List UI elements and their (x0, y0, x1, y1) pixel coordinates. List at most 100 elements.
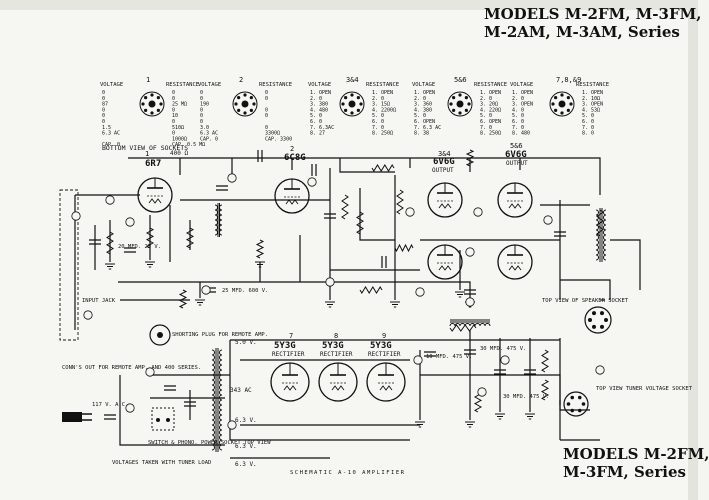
v63c-label: 6.3 V. (235, 461, 257, 468)
resistance-value: 0 (265, 125, 268, 131)
resistance-value: 7. 0 (480, 125, 492, 131)
tube-34-role: OUTPUT (432, 167, 454, 174)
socket-pin (551, 102, 555, 106)
voltage-value: 2. 0 (414, 96, 426, 102)
ground-symbol (415, 421, 425, 428)
resistor (396, 189, 404, 215)
voltage-value: 87 (102, 102, 108, 108)
tube-34-label: 6V6G (433, 157, 455, 167)
resistance-header: RESISTANCE (474, 82, 507, 88)
b-plus-rail (128, 157, 601, 195)
voltage-value: 0 (102, 119, 105, 125)
socket-pin (359, 102, 363, 106)
resistor (541, 349, 549, 373)
voltage-value: 5. 0 (414, 113, 426, 119)
speaker-socket-label: TOP VIEW OF SPEAKER SOCKET (542, 298, 629, 304)
socket-key (456, 100, 464, 108)
socket-pin (554, 96, 558, 100)
line-voltage-label: 117 V. A.C. (92, 402, 128, 408)
socket-pin (341, 102, 345, 106)
voltage-value: 6. 0 (512, 119, 524, 125)
tube-8-label: 5Y3G (322, 341, 344, 351)
voltage-value: 6.3 AC (102, 131, 120, 137)
resistor (356, 211, 364, 235)
socket-table-caption: BOTTOM VIEW OF SOCKETS (102, 144, 188, 152)
socket-pin (560, 111, 564, 115)
capacitor (164, 385, 176, 391)
socket-pin (350, 111, 354, 115)
capacitor (524, 369, 536, 375)
socket-pin (243, 93, 247, 97)
resistance-value: 7. 0 (372, 125, 384, 131)
socket-pin (249, 96, 253, 100)
tube-7-label: 5Y3G (274, 341, 296, 351)
socket-pin (452, 96, 456, 100)
tube-9-number: 9 (382, 332, 386, 340)
socket-drawing (339, 91, 365, 117)
capacitor (464, 289, 476, 295)
resistance-value: 4. 220Ω (480, 107, 501, 113)
callout-circle (71, 211, 81, 221)
tube-56-label: 6V6G (505, 150, 527, 160)
socket-pin (344, 96, 348, 100)
tube-8-role: RECTIFIER (320, 351, 353, 358)
voltage-value: 0 (200, 90, 203, 96)
conn-note-label: CONN'S OUT FOR REMOTE AMP. AND 400 SERIE… (62, 365, 201, 371)
v63-label: 6.3 V. (235, 417, 257, 424)
tube-symbol-4 (497, 182, 533, 218)
resistance-value: 25 MΩ (172, 102, 187, 108)
resistance-value: 5. 0 (480, 113, 492, 119)
socket-number: 2 (239, 76, 243, 84)
cap-30mfd-label: 30 MFD. 475 V. (480, 346, 526, 352)
voltage-value: 0 (200, 113, 203, 119)
resistance-value: 4. 2200Ω (372, 107, 396, 113)
resistance-value: 2. 0 (372, 96, 384, 102)
ground-symbol (105, 263, 115, 270)
voltage-header: VOLTAGE (100, 82, 123, 88)
resistance-value: 3. OPEN (582, 102, 603, 108)
ground-symbol (455, 291, 465, 298)
voltage-header: VOLTAGE (198, 82, 221, 88)
resistor (540, 379, 550, 401)
tube-1-number: 1 (145, 150, 149, 158)
callout-circle (227, 173, 237, 183)
voltage-header: VOLTAGE (412, 82, 435, 88)
voltage-value: 5. 0 (310, 113, 322, 119)
voltage-value: 4. 480 (310, 107, 328, 113)
resistance-value: 0 (265, 107, 268, 113)
header-title-line1: MODELS M-2FM, M-3FM, (484, 5, 702, 23)
speaker-socket-drawing (584, 306, 612, 334)
ground-symbol (195, 299, 205, 306)
transformer-winding (219, 349, 223, 451)
tube-2-number: 2 (290, 145, 294, 153)
wiring (59, 157, 641, 459)
callout-circle (595, 365, 605, 375)
socket-pin (467, 102, 471, 106)
transformer-core (599, 208, 603, 262)
resistance-value: 3. 15Ω (372, 102, 390, 108)
ground-symbol (325, 301, 335, 308)
capacitor (324, 213, 336, 219)
socket-pin (356, 96, 360, 100)
resistor (185, 227, 195, 249)
transformer-winding (219, 204, 223, 236)
voltage-value: 6. 0 (310, 119, 322, 125)
socket-key (558, 100, 566, 108)
capacitor (554, 231, 566, 237)
resistance-value: 1. OPEN (582, 90, 603, 96)
transformer-winding (214, 204, 218, 236)
transformers (211, 203, 607, 452)
power-transformer-core (215, 348, 219, 452)
socket-pin (252, 102, 256, 106)
ground-symbol (145, 261, 155, 268)
v63b-label: 6.3 V. (235, 443, 257, 450)
resistance-value: 6. OPEN (480, 119, 501, 125)
transformer-winding (603, 209, 607, 261)
socket-pin (449, 102, 453, 106)
resistance-value: 1. OPEN (480, 90, 501, 96)
tube-1-label: 6R7 (145, 159, 161, 169)
resistance-value: 5. 0 (372, 113, 384, 119)
r400-label: 400 Ω (170, 150, 188, 157)
